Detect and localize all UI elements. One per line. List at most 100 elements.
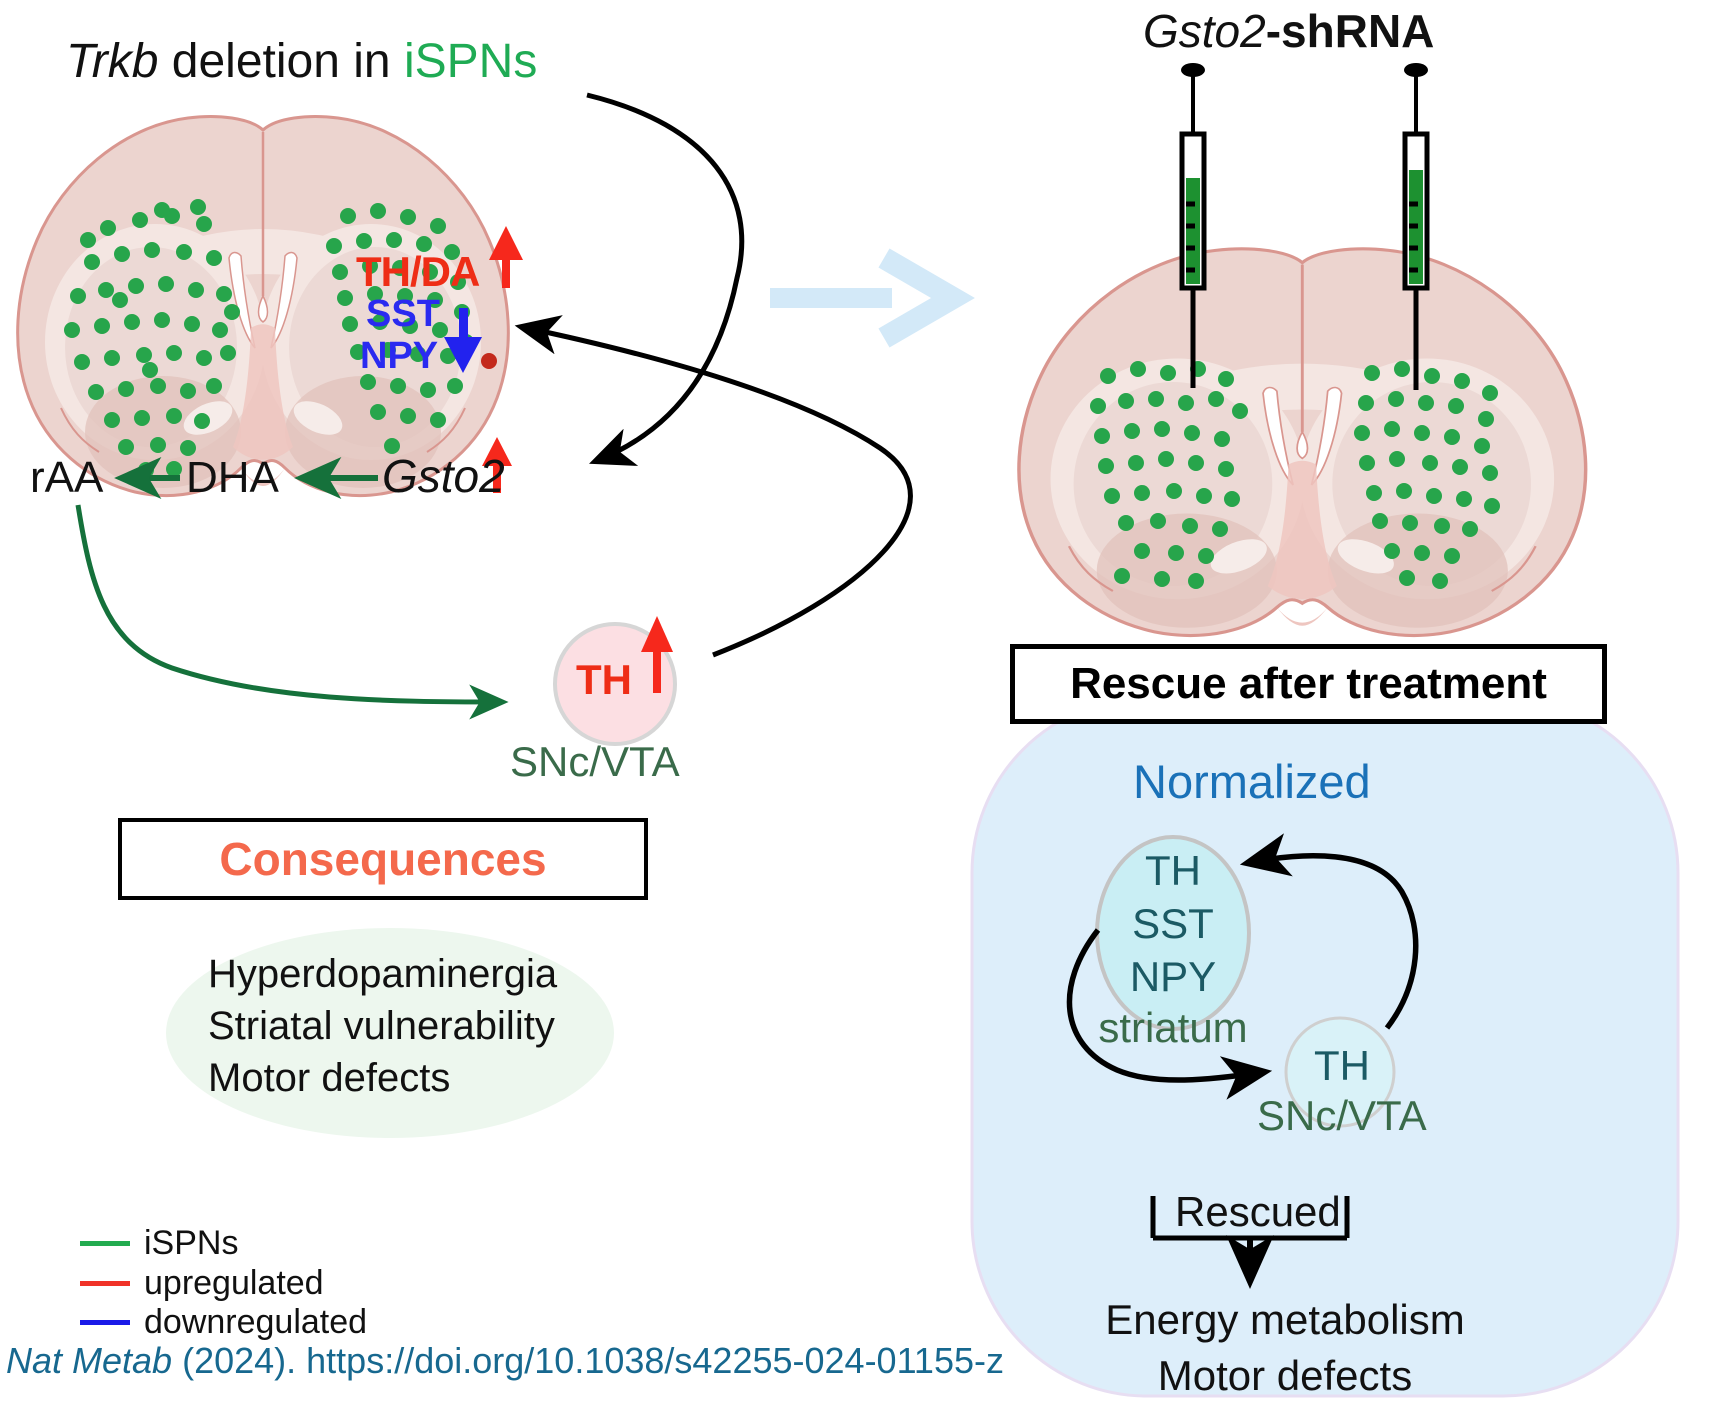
snc-vta-circle-right (1284, 1016, 1396, 1128)
ispn-dot (1434, 518, 1450, 534)
ispn-dot (136, 347, 152, 363)
ispn-dot (1484, 498, 1500, 514)
consequence-item: Striatal vulnerability (208, 1004, 555, 1048)
ispn-dot (1118, 393, 1134, 409)
ispn-dot (1418, 395, 1434, 411)
ispn-dot (176, 244, 192, 260)
ispn-dot (386, 232, 402, 248)
ispn-dot (206, 250, 222, 266)
ispn-dot (154, 312, 170, 328)
ispn-dot (450, 274, 466, 290)
ispn-dot (124, 314, 140, 330)
ispn-dot (1188, 573, 1204, 589)
ispn-dot (166, 408, 182, 424)
consequences-list: Hyperdopaminergia Striatal vulnerability… (208, 948, 557, 1104)
outcome-item: Motor defects (1157, 1352, 1413, 1399)
ispn-dot (118, 439, 134, 455)
ispn-dot (1474, 438, 1490, 454)
ispn-dot (1098, 458, 1114, 474)
ispn-dot (1414, 425, 1430, 441)
gsto2-up-arrow-icon (482, 437, 512, 493)
consequence-item: Hyperdopaminergia (208, 952, 558, 996)
marker-npy: NPY (1129, 953, 1217, 1000)
ispn-dot (1372, 513, 1388, 529)
ispn-dot (410, 346, 426, 362)
ispn-dot (1389, 451, 1405, 467)
ispn-dot (1178, 395, 1194, 411)
ispn-dot (1166, 483, 1182, 499)
ispn-dot (342, 316, 358, 332)
title-mid-text: deletion in (158, 35, 404, 88)
ispn-dot (1384, 421, 1400, 437)
ispn-dot (1396, 483, 1412, 499)
ispn-dot (326, 238, 342, 254)
ispn-dot (1456, 491, 1472, 507)
ispn-dot (104, 412, 120, 428)
ispn-dot (360, 374, 376, 390)
snc-vta-region-label-left: SNc/VTA (510, 738, 680, 785)
arrow-ispn-to-gsto2 (586, 92, 745, 466)
ispn-dot (166, 461, 182, 477)
ispn-dot (194, 413, 210, 429)
ispn-dot (1130, 361, 1146, 377)
gsto2-gene-label: Gsto2 (382, 450, 505, 502)
ispn-dot (432, 322, 448, 338)
ispn-dot (1148, 391, 1164, 407)
ispn-dot (1184, 425, 1200, 441)
marker-th: TH (1145, 847, 1201, 894)
ispn-dot (184, 316, 200, 332)
ispn-dots-left-brain (64, 199, 474, 478)
ispn-dot (98, 282, 114, 298)
ispn-dot (380, 342, 396, 358)
ispn-dot (1399, 570, 1415, 586)
ispn-dot (1150, 513, 1166, 529)
ispn-dot (1402, 515, 1418, 531)
th-up-arrow-icon (641, 616, 673, 693)
ispn-dot (1426, 488, 1442, 504)
ispn-dot (158, 276, 174, 292)
ispn-dot (1422, 455, 1438, 471)
ispn-dot (1414, 545, 1430, 561)
normalized-label: Normalized (1133, 755, 1371, 808)
ispn-dot (112, 292, 128, 308)
ispn-dot (1114, 568, 1130, 584)
ispn-dot (447, 378, 463, 394)
ispn-dot (166, 345, 182, 361)
ispn-dot (118, 381, 134, 397)
ispn-dot (114, 246, 130, 262)
ispn-dot (1104, 488, 1120, 504)
ispn-dot (180, 440, 196, 456)
legend-line-blue (80, 1320, 130, 1325)
ispn-dot (190, 199, 206, 215)
ispn-dot (420, 382, 436, 398)
rescue-after-treatment-box: Rescue after treatment (1010, 644, 1607, 724)
ispn-dot (100, 220, 116, 236)
th-da-label: TH/DA (356, 248, 480, 295)
snc-vta-region-label-right: SNc/VTA (1257, 1092, 1427, 1139)
ispn-dot (1384, 543, 1400, 559)
ispn-dot (1218, 371, 1234, 387)
ispn-dot (1198, 548, 1214, 564)
ispn-dot (132, 212, 148, 228)
thda-up-arrow-icon (489, 226, 523, 288)
ispn-dot (1354, 425, 1370, 441)
shrna-suffix: -shRNA (1265, 5, 1435, 57)
ispn-dot (216, 286, 232, 302)
ispn-dot (1394, 361, 1410, 377)
ispn-dot (64, 322, 80, 338)
ispn-dot (1154, 421, 1170, 437)
ispn-dot (206, 378, 222, 394)
ispn-dot (150, 437, 166, 453)
striatum-circle-markers: TH SST NPY (1095, 844, 1251, 1003)
ispn-dot (416, 236, 432, 252)
ispn-dot (422, 264, 438, 280)
ispn-dot (1364, 365, 1380, 381)
syringe-left-icon (1179, 63, 1207, 388)
ispn-dot (1134, 485, 1150, 501)
outcome-item: Energy metabolism (1105, 1296, 1465, 1343)
ispn-dot (84, 254, 100, 270)
ispn-dot (74, 354, 90, 370)
snc-vta-circle-left (553, 622, 677, 746)
